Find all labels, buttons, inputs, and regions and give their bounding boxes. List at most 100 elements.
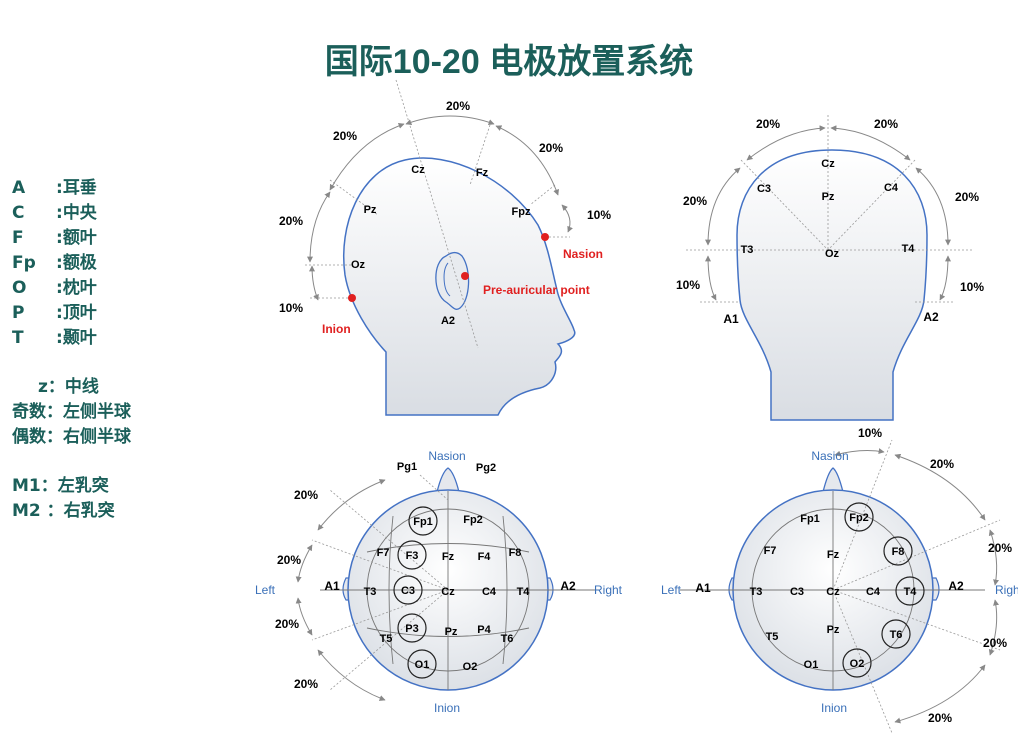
top-right-percent-4: 20%: [983, 636, 1007, 650]
side-percent-6: 10%: [587, 208, 611, 222]
legend-key: z：: [38, 377, 65, 397]
electrode-o2: O2: [850, 658, 865, 670]
front-percent-4: 20%: [955, 190, 979, 204]
legend-row: A:耳垂: [12, 176, 131, 201]
side-arcs: [307, 115, 573, 301]
legend-text: 颞叶: [62, 328, 97, 348]
electrode-t6: T6: [890, 629, 903, 641]
top-right-percent-2: 20%: [930, 457, 954, 471]
front-percent-3: 20%: [683, 194, 707, 208]
legend-text: 耳垂: [62, 178, 97, 198]
side-percent-4: 20%: [279, 214, 303, 228]
preauricular-dot: [461, 272, 469, 280]
front-view: 20% 20% 20% 20% 10% 10% Cz C3 Pz C4 T3 O…: [676, 115, 984, 421]
front-electrode-oz: Oz: [825, 248, 840, 260]
top-right-nasion: Nasion: [811, 449, 848, 463]
electrode-t6: T6: [501, 633, 514, 645]
front-electrode-t4: T4: [902, 243, 916, 255]
legend-key: O: [12, 278, 27, 298]
side-electrode-cz: Cz: [411, 164, 425, 176]
electrode-p3: P3: [405, 623, 418, 635]
side-electrode-fz: Fz: [476, 167, 489, 179]
electrode-o2: O2: [463, 661, 478, 673]
front-electrode-a2: A2: [923, 310, 939, 324]
legend-key: F: [12, 228, 24, 248]
top-left-pg1: Pg1: [397, 461, 417, 473]
electrode-t4: T4: [517, 586, 531, 598]
top-right-a1: A1: [695, 581, 711, 595]
electrode-f7: F7: [764, 545, 777, 557]
legend-row: 奇数：左侧半球: [12, 400, 131, 425]
top-left-circled-electrodes: [393, 506, 438, 679]
electrode-f4: F4: [478, 551, 492, 563]
electrode-ring-c3: [393, 575, 423, 605]
legend-row: T:颞叶: [12, 326, 131, 351]
legend-key: P: [12, 303, 25, 323]
top-left-left: Left: [255, 583, 276, 597]
electrode-ring-f8: [883, 536, 913, 566]
electrode-o1: O1: [804, 659, 819, 671]
side-view: 20% 20% 20% 20% 10% 10% Cz Fz Fpz Pz Oz …: [279, 79, 611, 416]
top-right-circled-electrodes: [842, 502, 925, 678]
legend-sep: :: [56, 303, 63, 323]
electrode-p4: P4: [477, 624, 491, 636]
electrode-f3: F3: [406, 550, 419, 562]
electrode-f8: F8: [892, 546, 905, 558]
nasion-dot: [541, 233, 549, 241]
front-percent-1: 20%: [756, 117, 780, 131]
legend-row: C:中央: [12, 201, 131, 226]
electrode-c3: C3: [401, 585, 415, 597]
legend-key: M2 ：: [12, 501, 64, 521]
front-electrode-c3: C3: [757, 183, 771, 195]
electrode-f7: F7: [377, 547, 390, 559]
electrode-fp2: Fp2: [849, 512, 869, 524]
top-right-arcs: [834, 448, 999, 724]
top-left-inion: Inion: [434, 701, 460, 715]
page-title: 国际10-20 电极放置系统: [325, 43, 693, 81]
legend-row: z：中线: [12, 375, 131, 400]
side-percent-1: 20%: [446, 99, 470, 113]
nose-right: [822, 467, 844, 493]
top-right-left: Left: [661, 583, 682, 597]
front-percent-2: 20%: [874, 117, 898, 131]
electrode-t4: T4: [904, 586, 918, 598]
electrode-fp1: Fp1: [413, 516, 433, 528]
electrode-ring-fp1: [408, 506, 438, 536]
ear-inner: [443, 262, 451, 297]
legend-sep: :: [56, 178, 63, 198]
legend-key: A: [12, 178, 26, 198]
electrode-fz: Fz: [442, 551, 455, 563]
legend-key: 奇数：: [12, 402, 63, 422]
top-left-percent-1: 20%: [294, 488, 318, 502]
top-right-a2: A2: [948, 579, 964, 593]
legend-text: 右侧半球: [63, 427, 131, 447]
legend-key: Fp: [12, 253, 36, 273]
top-view-right: 10% 20% 20% 20% 20% Nasion Inion Left Ri…: [661, 426, 1018, 734]
legend-row: O:枕叶: [12, 276, 131, 301]
side-electrode-a2: A2: [441, 315, 455, 327]
electrode-ring-f3: [397, 540, 427, 570]
electrode-t5: T5: [766, 631, 779, 643]
electrode-c3: C3: [790, 586, 804, 598]
top-left-arcs: [295, 479, 386, 701]
side-electrode-pz: Pz: [364, 204, 377, 216]
electrode-t3: T3: [750, 586, 763, 598]
front-electrode-pz: Pz: [822, 191, 835, 203]
legend-text: 额叶: [62, 228, 97, 248]
front-electrode-t3: T3: [741, 244, 754, 256]
electrode-ring-o2: [842, 648, 872, 678]
legend-text: 右乳突: [63, 501, 115, 521]
legend-key: M1：: [12, 476, 58, 496]
legend-sep: :: [56, 278, 63, 298]
electrode-t3: T3: [364, 586, 377, 598]
electrode-ring-o1: [407, 649, 437, 679]
front-arcs: [705, 125, 951, 301]
electrode-pz: Pz: [445, 626, 458, 638]
top-left-nasion: Nasion: [428, 449, 465, 463]
side-electrode-fpz: Fpz: [512, 206, 531, 218]
